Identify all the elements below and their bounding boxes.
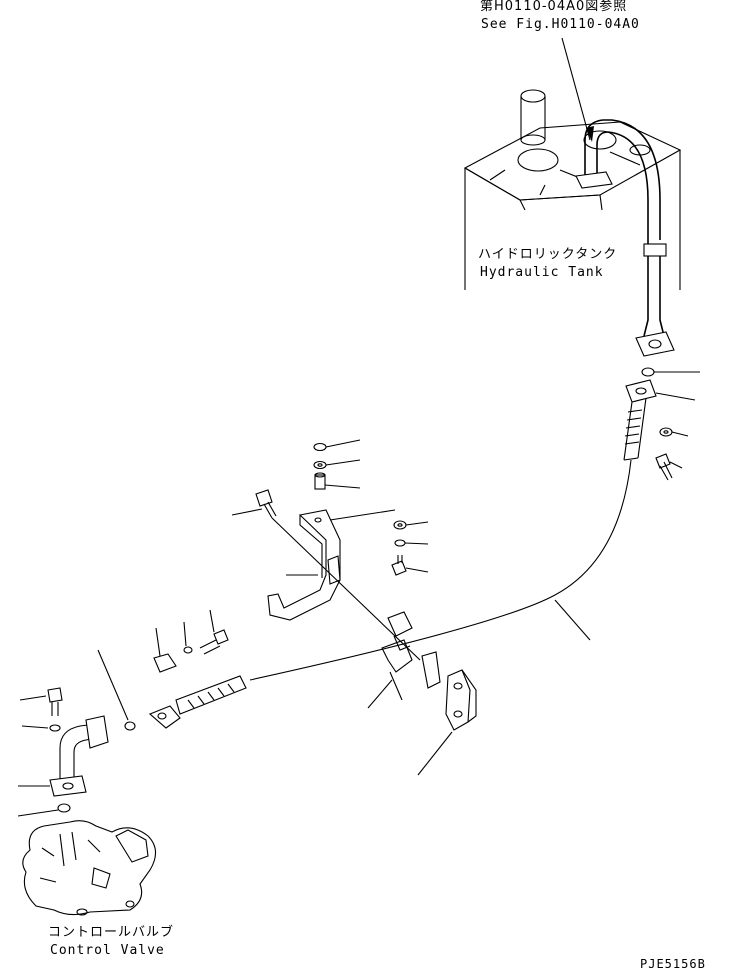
o-ring-icon bbox=[97, 649, 136, 731]
control-valve-icon bbox=[22, 820, 157, 916]
bolt-icon bbox=[655, 453, 683, 481]
elbow-icon bbox=[49, 715, 109, 797]
bolt-icon bbox=[255, 489, 421, 661]
bracket-icon bbox=[231, 508, 341, 621]
hose-icon bbox=[249, 397, 647, 681]
washer-icon bbox=[659, 427, 689, 437]
bracket-fasteners bbox=[329, 509, 429, 576]
control-valve-label-en: Control Valve bbox=[50, 943, 165, 958]
hydraulic-tank-label-en: Hydraulic Tank bbox=[480, 265, 604, 280]
hose-icon bbox=[148, 675, 247, 729]
washer-stack bbox=[313, 439, 361, 490]
o-ring-icon bbox=[17, 803, 71, 817]
bolt-icon bbox=[19, 687, 63, 716]
tank-suction-pipe bbox=[575, 119, 675, 357]
hydraulic-tank-icon bbox=[463, 89, 682, 290]
drawing-number: PJE5156B bbox=[640, 957, 706, 971]
washer-icon bbox=[21, 724, 61, 732]
flange-icon bbox=[625, 379, 696, 403]
control-valve-label-jp: コントロールバルブ bbox=[48, 925, 175, 940]
o-ring-icon bbox=[641, 367, 700, 377]
reference-leader bbox=[561, 37, 594, 142]
reference-label-jp: 第H0110-04A0図参照 bbox=[480, 0, 628, 14]
reference-label-en: See Fig.H0110-04A0 bbox=[481, 17, 640, 32]
clamp-icon bbox=[367, 611, 441, 709]
hydraulic-tank-label-jp: ハイドロリックタンク bbox=[478, 247, 618, 262]
clamp-icon bbox=[417, 669, 477, 776]
left-clamp-set bbox=[153, 609, 229, 673]
